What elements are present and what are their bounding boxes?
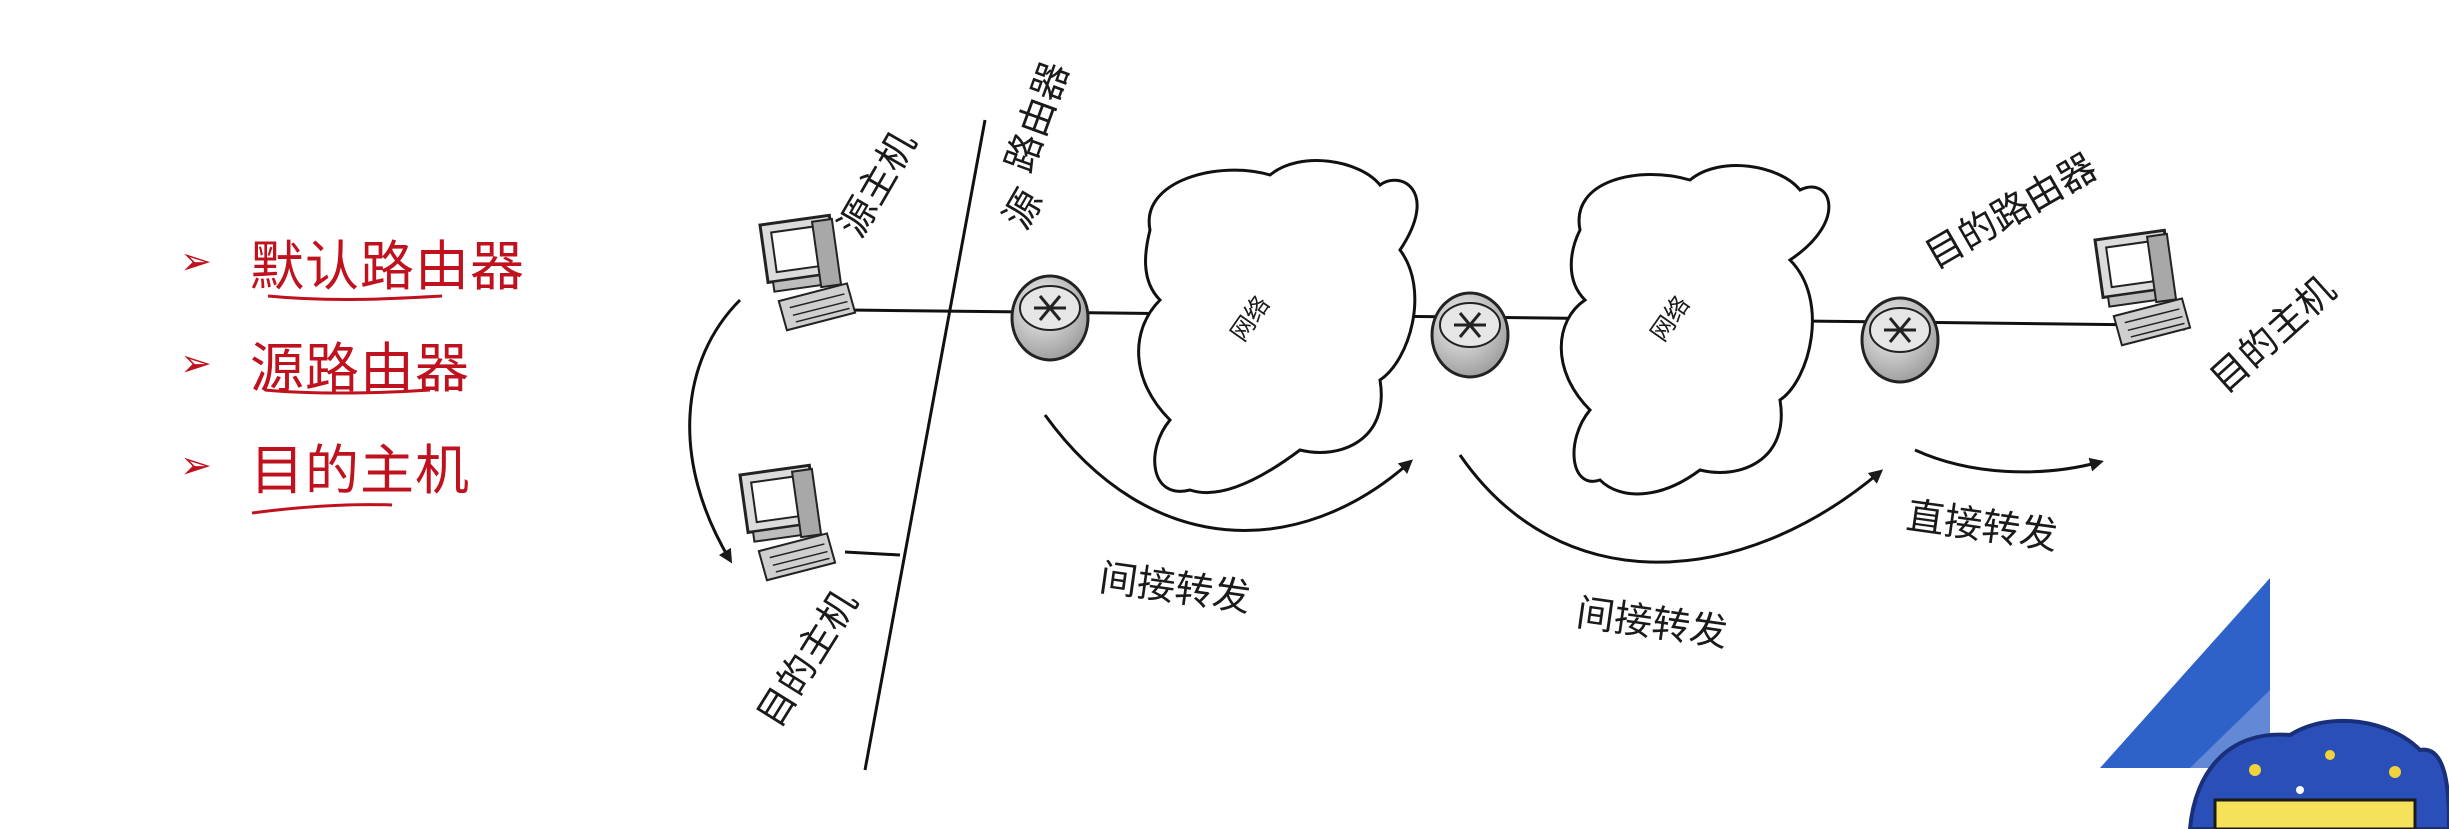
segment-divider-line [863,119,987,771]
bullet-label: 默认路由器 [250,234,525,298]
default-route-arrow [688,298,742,564]
underline-mark [267,294,443,301]
arrow-bullet-icon: ➢ [180,443,212,487]
source-router-label: 源 [995,182,1052,237]
indirect-forward-arrow-1 [1043,414,1413,532]
dest-host-local-computer-icon [738,462,838,584]
bullet-item-dest-host: ➢ 目的主机 [180,414,525,516]
network-cloud-1 [1137,159,1419,495]
indirect-forward-label-1: 间接转发 [1097,555,1254,620]
dest-host-local-label: 目的主机 [748,583,866,735]
bullet-label: 目的主机 [250,438,470,502]
dest-router-icon [1860,296,1940,384]
direct-forward-label: 直接转发 [1904,493,2061,558]
router-header-label: 路由器 [997,56,1077,178]
bullet-item-source-router: ➢ 源路由器 [180,312,525,414]
corner-triangle-decoration [2100,578,2270,768]
corner-logo-badge [2187,718,2449,829]
indirect-forward-arrow-2 [1458,454,1884,564]
network-cloud-2 [1559,164,1831,496]
source-router-icon [1010,274,1090,362]
dest-host-computer-icon [2093,227,2193,349]
dest-host-right-label: 目的主机 [2202,267,2344,401]
bullet-label: 源路由器 [250,336,470,400]
local-link-line [844,550,901,557]
intermediate-router-icon [1430,291,1510,379]
underline-mark [251,503,393,515]
underline-mark [264,388,431,395]
indirect-forward-label-2: 间接转发 [1574,590,1731,655]
source-host-computer-icon [758,212,858,334]
direct-forward-arrow [1914,448,2104,474]
arrow-bullet-icon: ➢ [180,239,212,283]
arrow-bullet-icon: ➢ [180,341,212,385]
bullet-list: ➢ 默认路由器 ➢ 源路由器 ➢ 目的主机 [180,210,525,516]
source-host-label: 源主机 [830,124,925,245]
dest-router-label: 目的路由器 [1918,145,2105,278]
bullet-item-default-router: ➢ 默认路由器 [180,210,525,312]
